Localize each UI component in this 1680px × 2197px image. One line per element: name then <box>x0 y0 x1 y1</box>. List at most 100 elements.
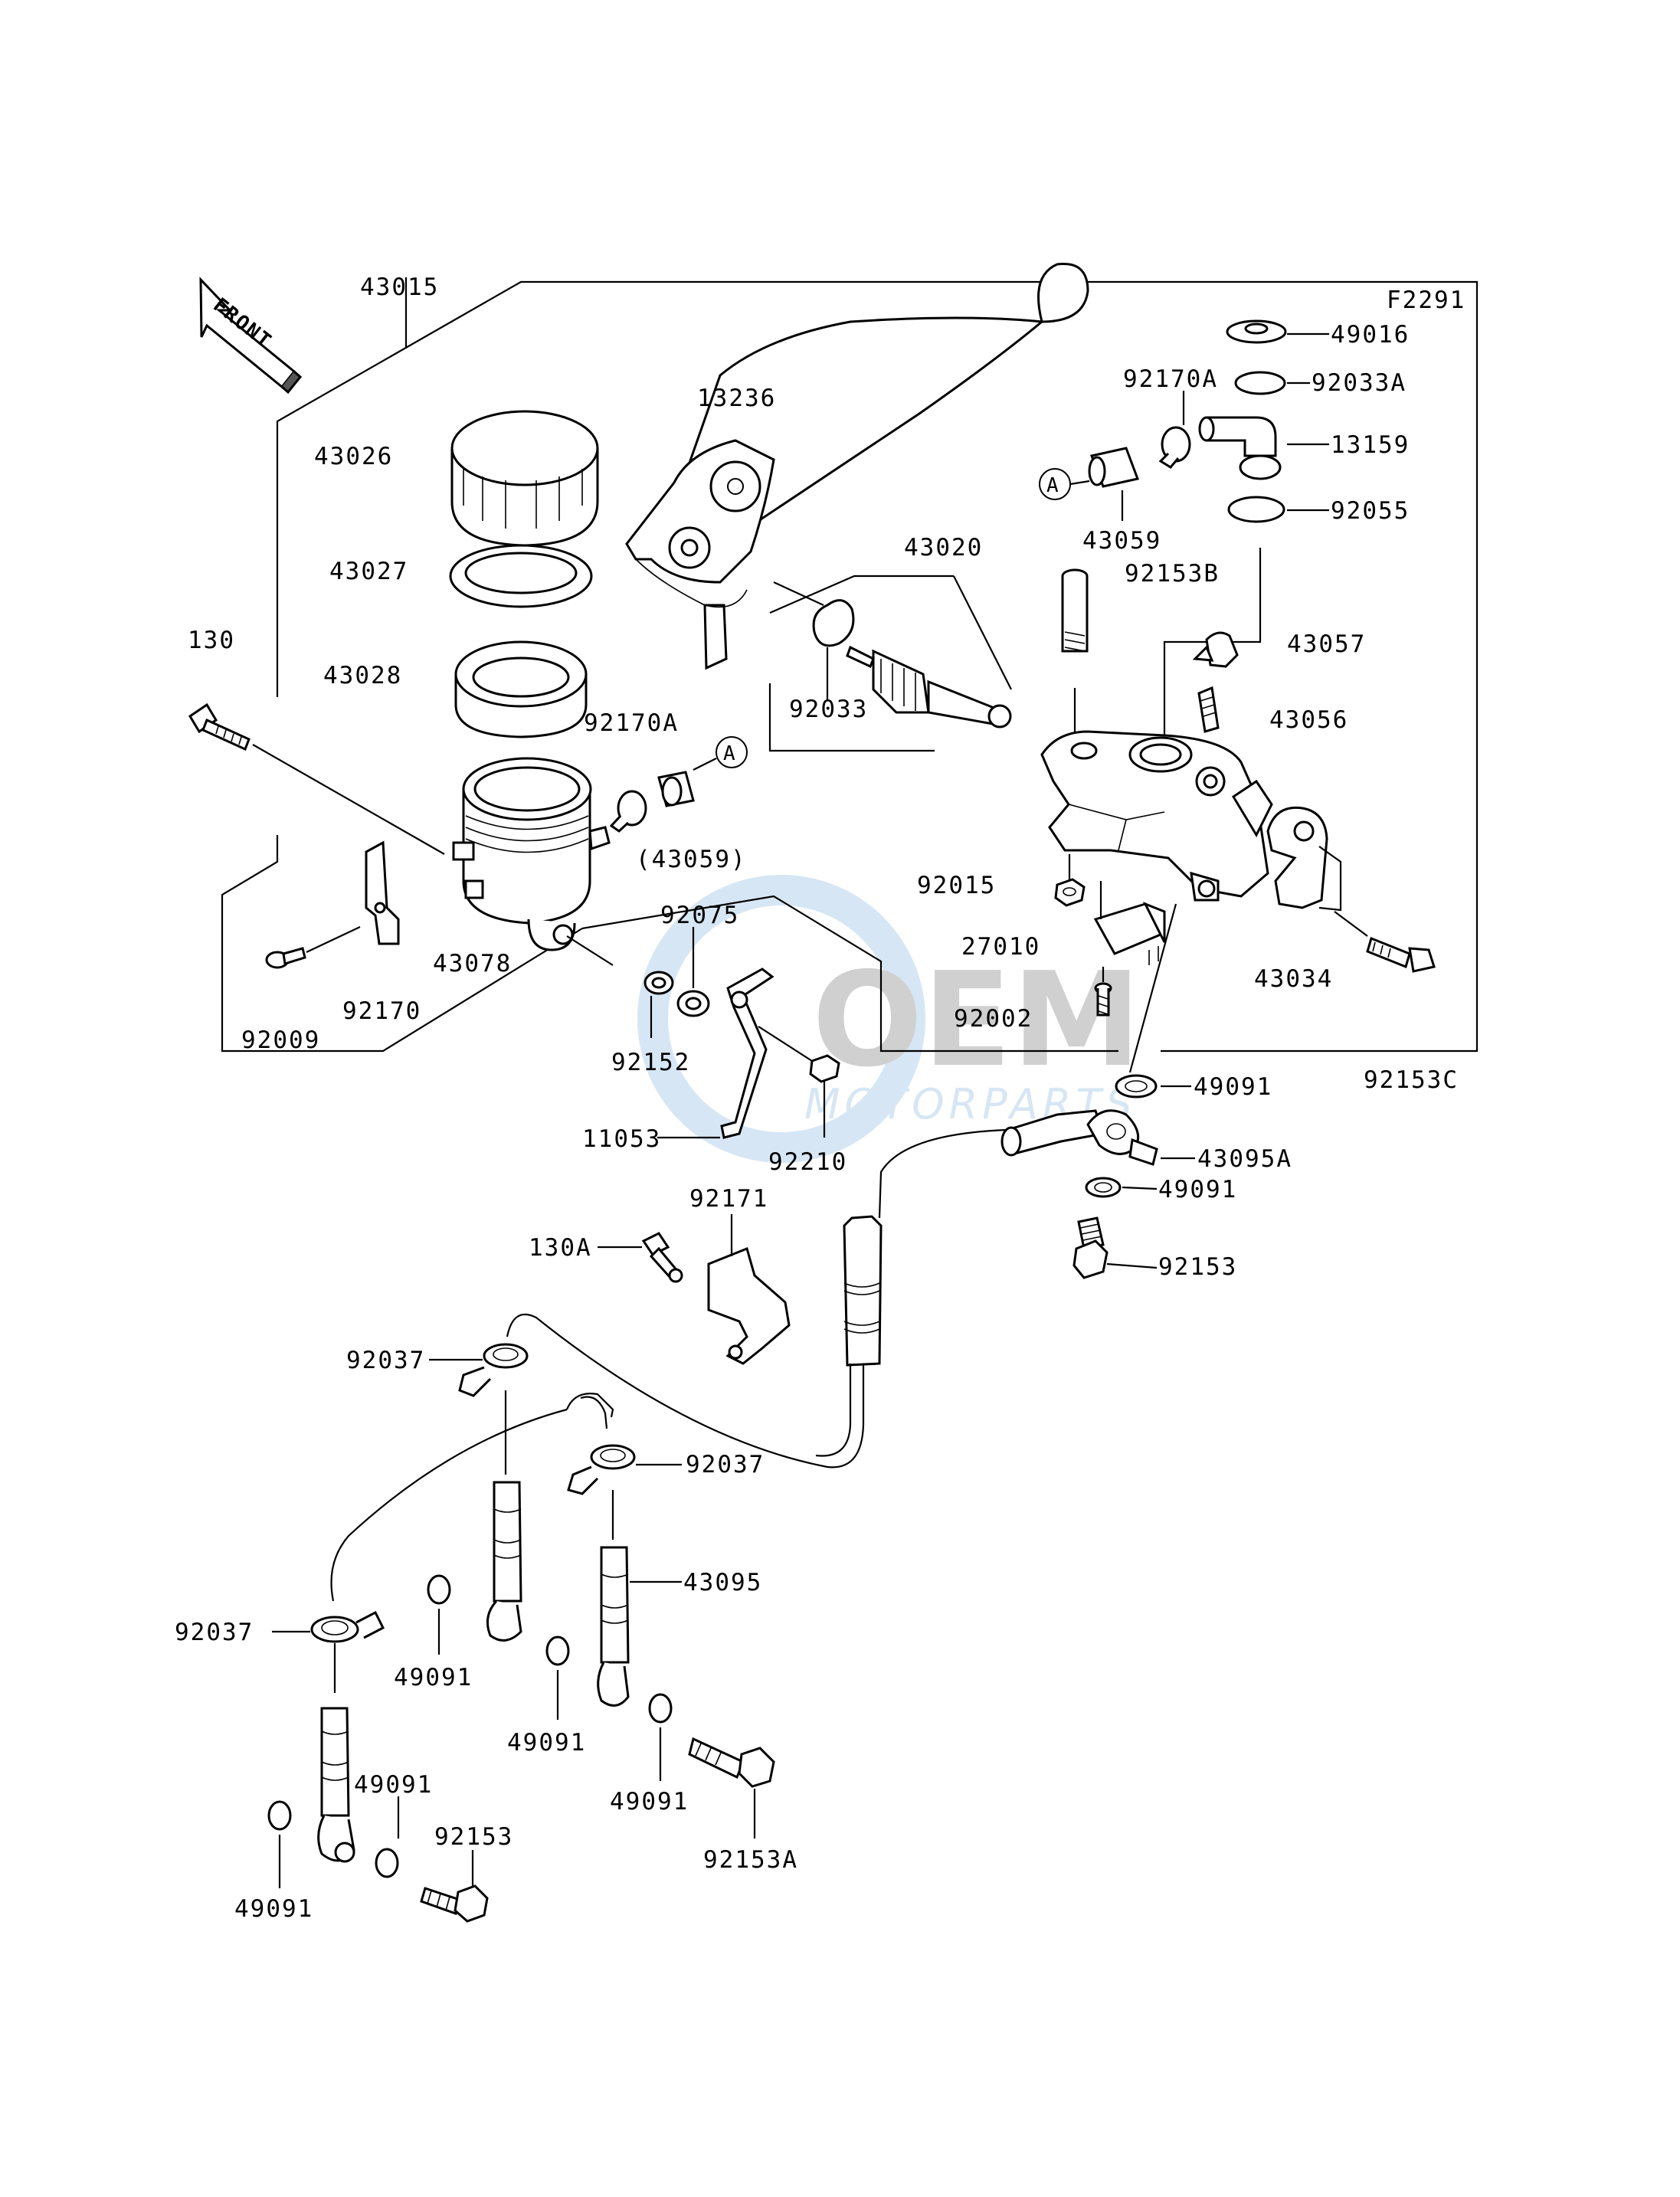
hose-piece-right <box>1088 447 1140 521</box>
handlebar-clamp <box>1266 806 1342 912</box>
part-label: 43095 <box>683 1569 762 1596</box>
part-label: 92153C <box>1364 1066 1459 1094</box>
hose-fitting-92037-top <box>429 1343 529 1397</box>
part-label: 43056 <box>1269 706 1348 734</box>
svg-text:A: A <box>723 742 737 765</box>
watermark-logo: OEM MOTORPARTS <box>637 875 1141 1163</box>
washer-49091-lower <box>1085 1177 1158 1198</box>
part-label: 13236 <box>697 385 776 412</box>
hose-segment-right <box>597 1490 682 1707</box>
part-label: 43027 <box>329 558 408 585</box>
part-label: 49016 <box>1331 321 1410 349</box>
ref-code-label: F2291 <box>1387 286 1465 314</box>
damper-92075 <box>676 927 710 1017</box>
part-label: 49091 <box>234 1895 313 1923</box>
part-label: 92009 <box>241 1026 320 1054</box>
o-ring-92055 <box>1227 496 1329 523</box>
part-label: 43095A <box>1197 1145 1292 1173</box>
part-label: 92002 <box>954 1005 1033 1033</box>
pivot-bolt <box>1061 568 1089 734</box>
reservoir-tank <box>452 757 611 951</box>
hose-clamp-left <box>609 790 647 833</box>
bracket-92170 <box>365 840 400 945</box>
diaphragm-plate <box>449 544 593 608</box>
grommet-92152 <box>566 935 674 1038</box>
master-cylinder-body <box>1040 548 1273 902</box>
hose-segment-left <box>317 1643 355 1863</box>
banjo-43095a <box>1000 1109 1195 1166</box>
part-label: 92075 <box>660 902 739 929</box>
part-label: 49091 <box>354 1771 433 1799</box>
part-label: 92037 <box>175 1619 254 1646</box>
banjo-bolt-92153-upper <box>1073 1216 1158 1279</box>
part-label: 43026 <box>314 443 393 470</box>
hose-clamp-right <box>1158 391 1191 469</box>
part-label: 92033 <box>789 696 868 723</box>
elbow-fitting <box>1198 416 1329 480</box>
part-label: 92153 <box>434 1823 513 1851</box>
part-label: (43059) <box>636 846 747 873</box>
cap-49016 <box>1226 319 1329 344</box>
part-label: 92055 <box>1331 497 1410 525</box>
hose-bracket-92171 <box>707 1214 791 1365</box>
part-label: 11053 <box>582 1125 661 1153</box>
brake-lever <box>625 262 1089 670</box>
part-label: 49091 <box>1158 1176 1237 1203</box>
part-label: 49091 <box>507 1729 586 1757</box>
part-label: 43059 <box>1082 527 1161 555</box>
hose-fitting-92037-mid <box>567 1444 682 1495</box>
part-label: 92153 <box>1158 1253 1237 1281</box>
part-label: 92170 <box>342 997 421 1025</box>
brake-switch <box>1093 881 1166 965</box>
banjo-bolt-92153a <box>688 1737 775 1838</box>
piston-kit <box>768 575 1012 752</box>
part-label: 92170A <box>1123 365 1218 393</box>
circlip-92033a <box>1234 371 1310 395</box>
assembly-frame <box>221 277 1479 1053</box>
watermark-brand: OEM <box>812 945 1141 1096</box>
screw-92002 <box>1094 967 1112 1017</box>
clamp-bolt <box>1334 911 1436 973</box>
part-label: 49091 <box>610 1788 689 1816</box>
nut-92210 <box>758 1026 840 1138</box>
part-label: 43078 <box>433 950 512 977</box>
part-labels: 43015 13236 43020 92170A 49016 92033A 13… <box>175 273 1459 1923</box>
part-label: 13159 <box>1331 431 1410 459</box>
bracket-11053 <box>657 968 775 1139</box>
part-label: 92037 <box>686 1451 765 1478</box>
part-label: 27010 <box>961 933 1040 961</box>
part-label: 43034 <box>1254 965 1333 993</box>
svg-text:A: A <box>1046 474 1060 497</box>
bleeder-cap <box>1192 631 1239 668</box>
screw-92009 <box>265 926 361 969</box>
hose-fitting-92037-low <box>272 1610 385 1643</box>
bolt-130a <box>598 1232 683 1283</box>
washer-49091-upper <box>1115 903 1191 1098</box>
part-label: 49091 <box>394 1664 473 1691</box>
part-label: 92033A <box>1312 369 1407 397</box>
banjo-bolt-92153-lower <box>420 1850 489 1923</box>
part-label: 43028 <box>323 662 402 689</box>
part-label: 130A <box>529 1234 592 1262</box>
part-label: 92015 <box>917 872 996 899</box>
part-label: 92153B <box>1125 560 1220 588</box>
diaphragm <box>454 640 588 738</box>
ref-marker-a-right: A <box>1039 468 1090 500</box>
bolt-130 <box>188 702 445 855</box>
part-label: 43020 <box>904 534 983 562</box>
part-label: 92210 <box>768 1148 847 1176</box>
front-arrow-icon: FRONT <box>199 277 303 395</box>
ref-marker-a-left: A <box>693 736 748 771</box>
hose-segment-mid <box>486 1390 522 1642</box>
part-label: 92153A <box>703 1846 798 1874</box>
part-label: 92152 <box>611 1049 690 1076</box>
bleeder-valve <box>1197 686 1220 733</box>
washers-49091 <box>267 1574 673 1888</box>
brake-hoses <box>330 1128 1008 1602</box>
nut-92015 <box>1054 854 1086 907</box>
reservoir-cap <box>450 410 599 547</box>
part-label: 92037 <box>346 1347 425 1374</box>
part-label: 43057 <box>1287 630 1366 658</box>
part-label: 49091 <box>1194 1073 1272 1101</box>
